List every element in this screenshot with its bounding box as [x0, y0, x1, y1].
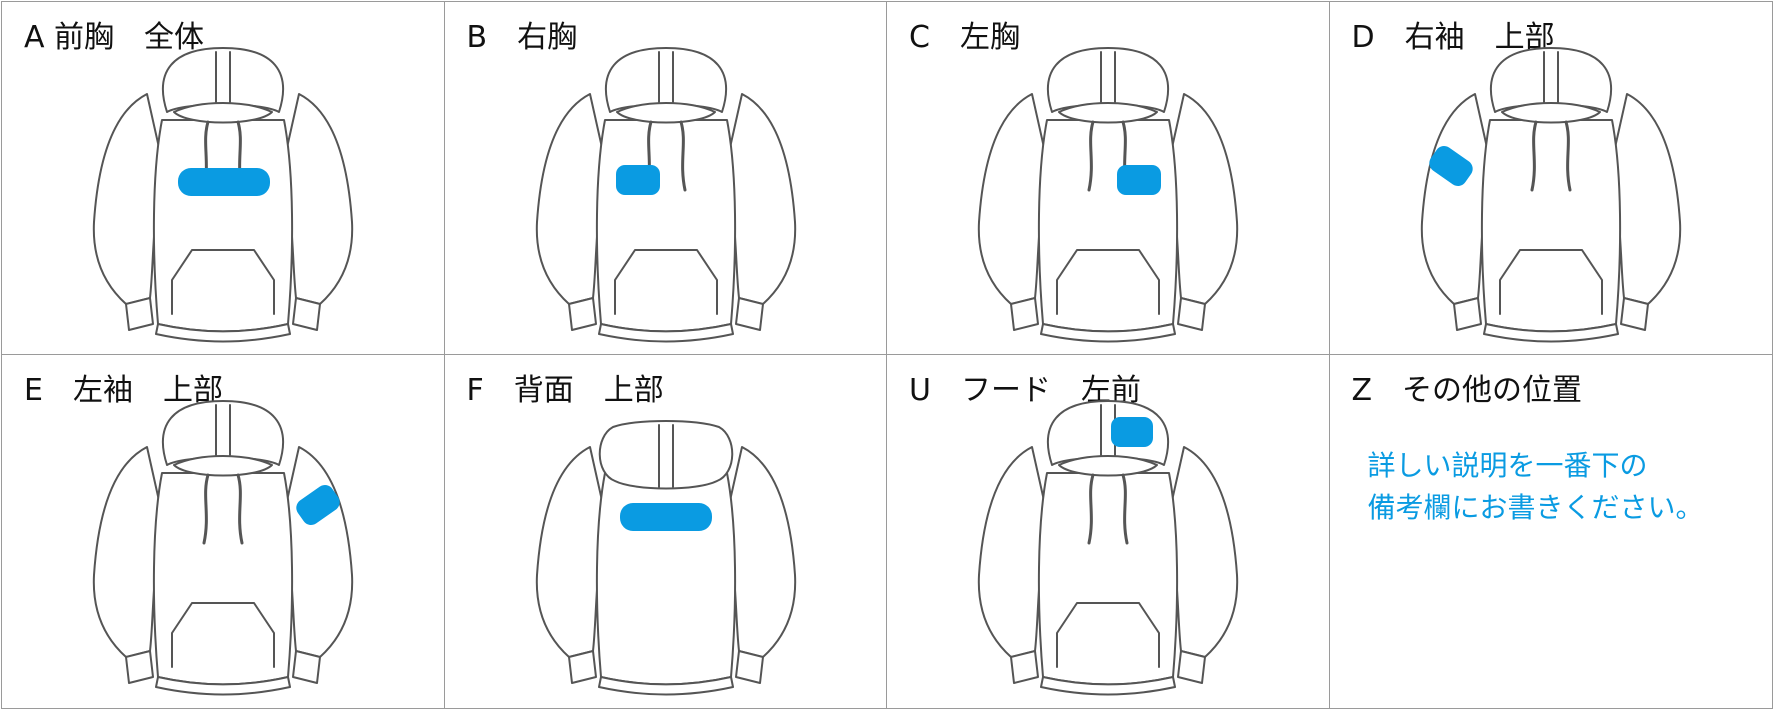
cell-label: A 前胸 全体	[24, 20, 205, 55]
cell-other-position[interactable]: Z その他の位置 詳しい説明を一番下の 備考欄にお書きください。	[1330, 355, 1773, 708]
hoodie-front-illustration	[534, 46, 797, 343]
cell-label: C 左胸	[909, 20, 1020, 55]
print-area-marker	[1428, 146, 1473, 186]
instruction-line-2: 備考欄にお書きください。	[1367, 491, 1704, 524]
print-area-marker	[296, 485, 340, 525]
hoodie-front-illustration	[977, 46, 1239, 343]
cell-left-chest[interactable]: C 左胸	[887, 2, 1330, 355]
cell-back-upper[interactable]: F 背面 上部	[445, 355, 887, 708]
cell-left-sleeve-upper[interactable]: E 左袖 上部	[2, 355, 445, 708]
hoodie-front-illustration	[977, 399, 1239, 696]
instruction-note: 詳しい説明を一番下の 備考欄にお書きください。	[1368, 445, 1704, 529]
print-area-marker	[615, 165, 660, 195]
cell-front-chest-full[interactable]: A 前胸 全体	[2, 2, 445, 355]
print-area-marker	[1111, 417, 1153, 447]
hoodie-front-illustration	[1419, 46, 1682, 343]
cell-label: Z その他の位置	[1351, 373, 1583, 408]
print-area-marker	[619, 503, 712, 531]
print-area-marker	[178, 168, 270, 196]
hoodie-front-illustration	[92, 399, 354, 696]
cell-right-chest[interactable]: B 右胸	[444, 2, 887, 355]
cell-label: E 左袖 上部	[24, 373, 223, 408]
instruction-line-1: 詳しい説明を一番下の	[1367, 449, 1648, 482]
cell-right-sleeve-upper[interactable]: D 右袖 上部	[1329, 2, 1772, 355]
hoodie-back-illustration	[535, 420, 796, 696]
cell-label: F 背面 上部	[466, 373, 664, 408]
print-area-marker	[1117, 165, 1161, 195]
hoodie-front-illustration	[92, 46, 354, 343]
cell-hood-left-front[interactable]: U フード 左前	[887, 355, 1330, 708]
cell-label: B 右胸	[466, 20, 578, 55]
